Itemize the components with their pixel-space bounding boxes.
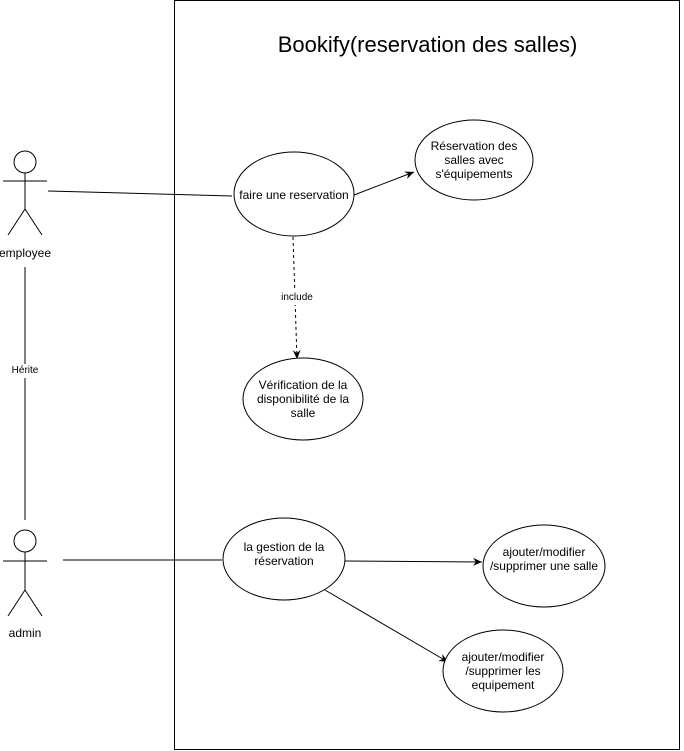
arrow-gestion-to-equipement xyxy=(324,589,449,663)
employee-label: employee xyxy=(0,246,52,260)
arrow-gestion-to-salle xyxy=(344,557,483,566)
employee-association xyxy=(47,190,233,197)
equipement-crud-line-1: ajouter/modifier xyxy=(461,650,545,664)
arrow-reservation-to-salles xyxy=(353,171,415,196)
salle-crud-label: ajouter/modifier /supprimer une salle xyxy=(483,545,605,573)
system-boundary xyxy=(174,0,680,750)
admin-actor[interactable] xyxy=(3,529,47,617)
equipement-crud-label: ajouter/modifier /supprimer les equipeme… xyxy=(443,650,563,692)
gestion-reservation-label: la gestion de la réservation xyxy=(224,540,344,568)
equipement-crud-line-3: equipement xyxy=(471,678,535,692)
usecase-reservation-salles[interactable] xyxy=(414,119,534,201)
usecase-faire-reservation[interactable] xyxy=(233,151,355,237)
admin-label: admin xyxy=(8,626,42,640)
gestion-line-2: réservation xyxy=(254,554,314,568)
verification-label: Vérification de la disponibilité de la s… xyxy=(243,378,363,420)
reservation-salles-line-2: salles avec xyxy=(444,153,504,167)
reservation-salles-line-3: s'équipements xyxy=(435,167,513,181)
system-title: Bookify(reservation des salles) xyxy=(277,32,578,57)
usecase-gestion-reservation[interactable] xyxy=(222,517,346,601)
verification-line-1: Vérification de la xyxy=(258,378,348,392)
verification-line-2: disponibilité de la xyxy=(256,392,350,406)
faire-reservation-label: faire une reservation xyxy=(239,188,349,202)
reservation-salles-label: Réservation des salles avec s'équipement… xyxy=(415,139,533,181)
herite-label: Hérite xyxy=(11,365,39,376)
usecase-verification[interactable] xyxy=(242,357,364,441)
usecase-salle-crud[interactable] xyxy=(482,524,606,608)
salle-crud-line-2: /supprimer une salle xyxy=(489,559,599,573)
include-label-bg xyxy=(276,291,318,305)
reservation-salles-line-1: Réservation des xyxy=(430,139,518,153)
herite-label-bg xyxy=(8,364,44,378)
equipement-crud-line-2: /supprimer les xyxy=(465,664,541,678)
usecase-equipement-crud[interactable] xyxy=(442,629,564,713)
verification-line-3: salle xyxy=(290,406,316,420)
gestion-line-1: la gestion de la xyxy=(243,540,325,554)
salle-crud-line-1: ajouter/modifier xyxy=(502,545,586,559)
employee-actor[interactable] xyxy=(3,150,47,236)
include-label: include xyxy=(281,292,313,303)
